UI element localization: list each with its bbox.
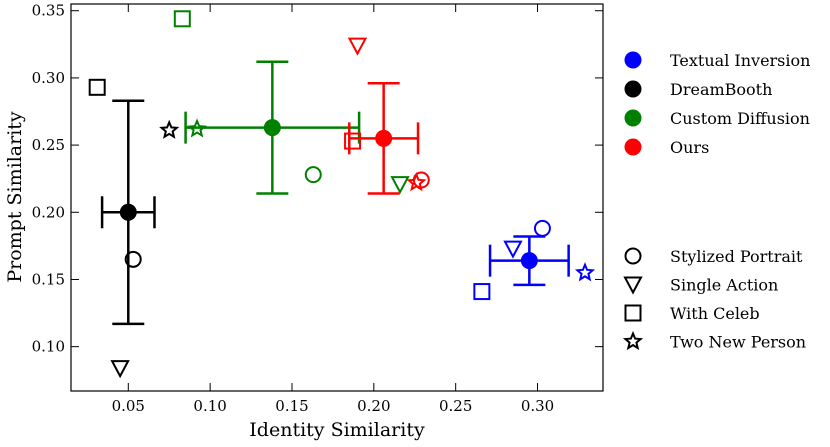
point-ours-single-action [347, 37, 368, 56]
point-textual-inversion-two-new-person [574, 262, 596, 282]
legend-label: Textual Inversion [670, 51, 810, 70]
plot-frame [70, 3, 604, 392]
point-custom-diffusion-single-action [390, 176, 410, 195]
legend-swatch-textual-inversion [624, 51, 642, 69]
x-tick-label: 0.20 [357, 397, 390, 415]
legend-label: Two New Person [670, 333, 806, 352]
x-axis-label: Identity Similarity [249, 419, 425, 441]
x-tick-label: 0.25 [439, 397, 472, 415]
point-textual-inversion-single-action [503, 240, 523, 259]
mean-point-dreambooth [119, 203, 137, 221]
point-dreambooth-single-action [110, 360, 130, 379]
y-tick-label: 0.25 [32, 136, 65, 154]
series-dreambooth [88, 78, 180, 379]
y-tick-label: 0.35 [32, 2, 65, 20]
x-tick-label: 0.15 [275, 397, 308, 415]
legend-label: Single Action [670, 276, 778, 295]
point-ours-two-new-person [406, 172, 427, 192]
mean-point-textual-inversion [520, 252, 538, 270]
legend-label: With Celeb [670, 304, 760, 323]
legend-label: Stylized Portrait [670, 247, 803, 266]
point-custom-diffusion-two-new-person [186, 118, 208, 138]
point-textual-inversion-with-celeb [473, 283, 491, 301]
point-custom-diffusion-with-celeb [173, 10, 191, 28]
legend-marker-single-action [623, 276, 643, 295]
y-tick-label: 0.10 [32, 338, 65, 356]
y-tick-label: 0.20 [32, 203, 65, 221]
x-tick-label: 0.10 [193, 397, 226, 415]
y-axis-label: Prompt Similarity [4, 111, 26, 283]
legend-label: DreamBooth [670, 80, 772, 99]
point-dreambooth-two-new-person [159, 119, 180, 139]
y-tick-label: 0.30 [32, 69, 65, 87]
legend-label: Custom Diffusion [670, 109, 810, 128]
axes-layer: 0.05 0.10 0.15 0.20 0.25 0.30 0.10 0.15 0.20 0.25… [32, 2, 603, 415]
point-dreambooth-with-celeb [88, 78, 106, 96]
x-tick-label: 0.05 [112, 397, 145, 415]
mean-point-ours [375, 129, 393, 147]
legend-swatch-custom-diffusion [624, 109, 642, 127]
legend-marker-stylized-portrait [624, 247, 642, 265]
x-tick-label: 0.30 [521, 397, 554, 415]
y-tick-label: 0.15 [32, 270, 65, 288]
mean-point-custom-diffusion [263, 119, 281, 137]
point-dreambooth-stylized-portrait [124, 250, 142, 268]
point-custom-diffusion-stylized-portrait [304, 166, 322, 184]
legend-swatch-dreambooth [624, 80, 642, 98]
legend-marker-with-celeb [624, 304, 642, 322]
legend-marker-two-new-person [622, 330, 644, 351]
point-ours-with-celeb [344, 132, 362, 150]
series-custom-diffusion [173, 10, 410, 195]
legend-label: Ours [670, 138, 709, 157]
series-ours [344, 37, 430, 195]
data-layer [88, 10, 596, 379]
point-textual-inversion-stylized-portrait [533, 219, 551, 237]
series-textual-inversion [473, 219, 596, 301]
legend-swatch-ours [624, 138, 642, 156]
